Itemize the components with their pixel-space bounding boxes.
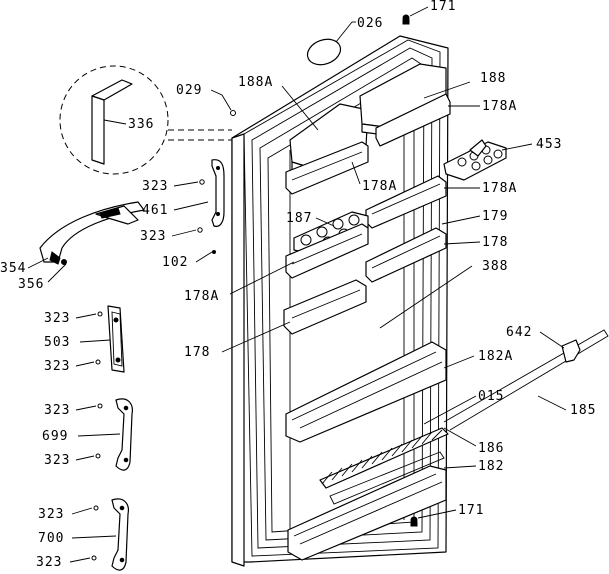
part-323-screw-a xyxy=(173,179,205,187)
label-178A-d: 178A xyxy=(184,289,219,304)
label-323-c: 323 xyxy=(44,311,70,326)
label-503: 503 xyxy=(44,335,70,350)
label-336: 336 xyxy=(128,117,154,132)
label-171-bottom: 171 xyxy=(458,503,484,518)
part-026-badge xyxy=(306,21,356,66)
part-453-egg-tray xyxy=(443,139,533,181)
label-323-g: 323 xyxy=(38,507,64,522)
part-182A-door-balcony xyxy=(285,341,475,443)
label-642: 642 xyxy=(506,325,532,340)
part-461-handle xyxy=(173,159,225,227)
part-labels: 026 171 188A 029 188 178A 336 453 178A 3… xyxy=(0,0,596,570)
label-026: 026 xyxy=(357,16,383,31)
part-185-186-cover xyxy=(443,329,609,447)
label-015: 015 xyxy=(478,389,504,404)
door-front-edge xyxy=(231,133,245,567)
part-323-screw-f xyxy=(75,453,101,461)
label-453: 453 xyxy=(536,137,562,152)
part-354-356-handle xyxy=(27,201,145,283)
part-178A-left-middle-shelf xyxy=(229,223,369,295)
part-178-right-shelf xyxy=(443,241,481,245)
part-323-screw-g xyxy=(71,505,99,515)
label-178-b: 178 xyxy=(184,345,210,360)
part-171-top-screw xyxy=(402,6,429,25)
part-323-screw-c xyxy=(75,311,103,319)
label-699: 699 xyxy=(42,429,68,444)
part-178A-upper-right-shelf xyxy=(375,93,480,147)
label-188A: 188A xyxy=(238,75,273,90)
part-029-pin xyxy=(210,89,236,116)
part-699-handle xyxy=(77,398,133,471)
label-461: 461 xyxy=(142,203,168,218)
part-171-bottom-screw xyxy=(410,509,457,527)
part-015-grille xyxy=(319,395,477,489)
label-187: 187 xyxy=(286,211,312,226)
label-178A-c: 178A xyxy=(482,181,517,196)
label-354: 354 xyxy=(0,261,26,276)
part-323-screw-b xyxy=(171,227,203,237)
label-178-a: 178 xyxy=(482,235,508,250)
label-171-top: 171 xyxy=(430,0,456,14)
label-323-h: 323 xyxy=(36,555,62,570)
part-178-left-shelf xyxy=(221,279,367,353)
label-029: 029 xyxy=(176,83,202,98)
part-336-detail xyxy=(59,65,232,175)
part-323-screw-e xyxy=(75,403,103,411)
label-323-e: 323 xyxy=(44,403,70,418)
part-178A-upper-left-shelf xyxy=(285,141,369,195)
part-179-shelf xyxy=(365,215,481,283)
label-178A-a: 178A xyxy=(482,99,517,114)
label-186: 186 xyxy=(478,441,504,456)
part-700-handle xyxy=(71,498,129,571)
label-182: 182 xyxy=(478,459,504,474)
label-323-b: 323 xyxy=(140,229,166,244)
part-323-screw-h xyxy=(69,555,97,563)
label-182A: 182A xyxy=(478,349,513,364)
label-179: 179 xyxy=(482,209,508,224)
label-323-d: 323 xyxy=(44,359,70,374)
label-323-a: 323 xyxy=(142,179,168,194)
label-185: 185 xyxy=(570,403,596,418)
label-102: 102 xyxy=(162,255,188,270)
label-700: 700 xyxy=(38,531,64,546)
label-188: 188 xyxy=(480,71,506,86)
label-323-f: 323 xyxy=(44,453,70,468)
label-178A-b: 178A xyxy=(362,179,397,194)
part-323-screw-d xyxy=(75,359,101,367)
part-503-bracket xyxy=(79,305,125,373)
part-642-clip xyxy=(539,331,581,363)
label-388: 388 xyxy=(482,259,508,274)
label-356: 356 xyxy=(18,277,44,292)
part-102-dot xyxy=(195,250,216,263)
part-182-bottom-balcony xyxy=(287,451,477,561)
